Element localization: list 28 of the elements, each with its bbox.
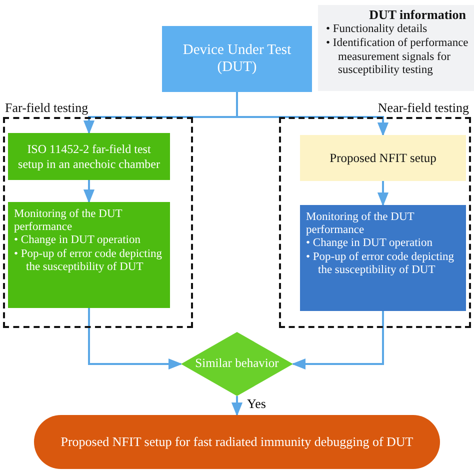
arrow (83, 180, 95, 204)
box-heading: Monitoring of the DUT performance (14, 208, 124, 234)
group-heading: Far-field testing (5, 100, 88, 115)
process-box (8, 202, 170, 308)
bullet-item: • Pop-up of error code depicting the susceptibility of DUT (14, 248, 164, 274)
bullet-item: • Pop-up of error code depicting the susceptibility of DUT (306, 250, 456, 278)
process-box (8, 133, 170, 180)
bullet-item: • Identification of performance measurement signals for susceptibility testing (326, 36, 470, 78)
arrow (377, 181, 389, 206)
diamond-label: Similar behavior (194, 357, 280, 371)
box-label: Proposed NFIT setup for fast radiated immunity debugging of DUT (60, 434, 414, 450)
group-heading: Near-field testing (378, 100, 469, 115)
edge-label: Yes (246, 397, 267, 410)
box-label: Proposed NFIT setup (330, 150, 436, 166)
process-box (300, 135, 466, 181)
box-label: Device Under Test (DUT) (182, 42, 292, 76)
terminal-box (34, 415, 440, 469)
arrow (231, 396, 243, 416)
process-box (162, 26, 312, 92)
process-box (300, 205, 466, 311)
arrow (88, 308, 182, 370)
bullet-item: • Change in DUT operation (14, 234, 142, 248)
panel-heading: DUT information (368, 7, 467, 23)
bullet-item: • Change in DUT operation (306, 237, 434, 251)
arrow (292, 311, 384, 370)
bullet-item: • Functionality details (326, 23, 428, 37)
box-heading: Monitoring of the DUT performance (306, 211, 416, 238)
box-label: ISO 11452-2 far-field test setup in an anechoic chamber (17, 142, 161, 171)
